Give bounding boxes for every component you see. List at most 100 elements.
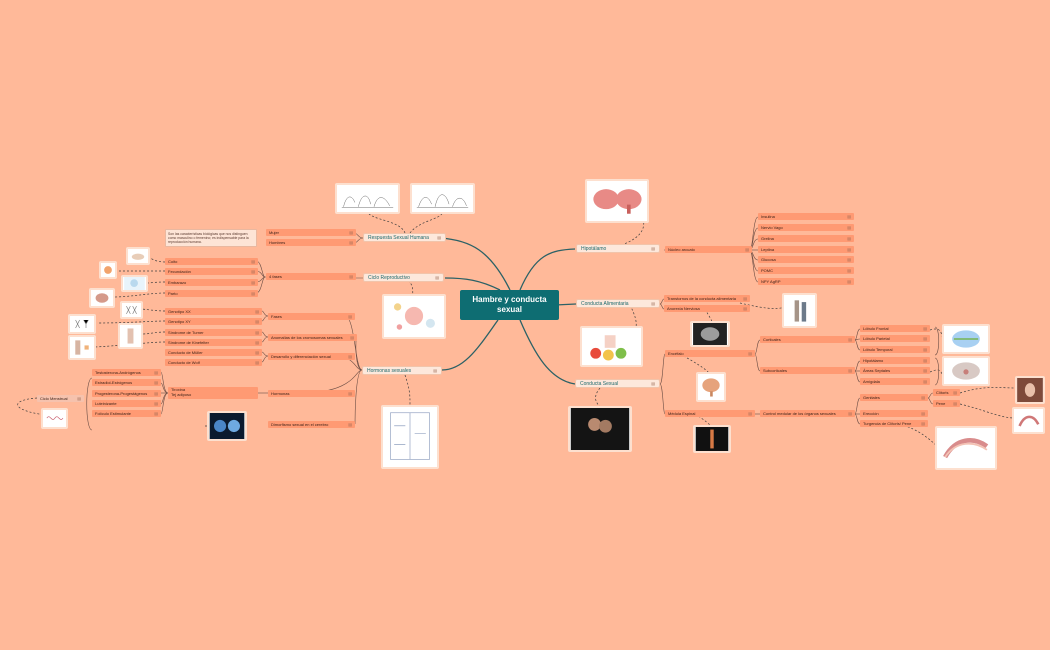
brain-dimorphism-image[interactable] (207, 411, 247, 441)
note-icon: ▤ (154, 401, 158, 406)
note-icon: ▤ (847, 225, 851, 230)
node-grelina[interactable]: Grelina▤ (758, 235, 854, 242)
note-icon: ▤ (847, 279, 851, 284)
sexual-response-diagram-image[interactable] (335, 183, 400, 214)
turner-image[interactable] (118, 323, 143, 349)
branch-respuesta-sexual-humana[interactable]: Respuesta Sexual Humana▤ (363, 233, 446, 242)
node-sindrome-kinefelter[interactable]: Síndrome de Kinefelter▤ (165, 339, 262, 346)
food-image[interactable] (580, 326, 643, 367)
node-label: Médula Espinal (668, 411, 696, 416)
node-lobulo-frontal[interactable]: Lóbulo Frontal▤ (860, 325, 930, 332)
node-4-fases[interactable]: 4 fases▤ (266, 273, 356, 280)
node-lobulo-parietal[interactable]: Lóbulo Parietal▤ (860, 335, 930, 342)
genotipo-xy-image[interactable] (68, 314, 96, 334)
node-fecundacion[interactable]: Fecundación▤ (165, 268, 258, 275)
embarazo-image[interactable] (121, 275, 148, 292)
note-icon: ▤ (921, 395, 925, 400)
note-icon: ▤ (923, 368, 927, 373)
node-coito[interactable]: Coito▤ (165, 258, 258, 265)
node-encefalo[interactable]: Encéfalo▤ (665, 350, 755, 357)
note-icon: ▤ (651, 300, 655, 306)
node-conducto-muller[interactable]: Conducto de Müller▤ (165, 349, 262, 356)
encefalo-image[interactable] (696, 372, 726, 402)
brain-photo-image[interactable] (690, 321, 730, 347)
sexual-response-diagram-image-2[interactable] (410, 183, 475, 214)
node-clitoris[interactable]: Clítoris▤ (933, 389, 960, 396)
turgencia-image[interactable] (935, 426, 997, 470)
hypothalamus-brain-image[interactable] (585, 179, 649, 223)
node-medula-espinal[interactable]: Médula Espinal▤ (665, 410, 755, 417)
node-label: Coito (168, 259, 178, 264)
node-desarrollo[interactable]: Desarrollo y diferenciación sexual▤ (268, 353, 355, 360)
note-icon: ▤ (154, 380, 158, 385)
node-turgencia[interactable]: Turgencia de Clítoris/ Pene▤ (860, 420, 928, 427)
node-estradiol[interactable]: Estradiol-Estrógenos▤ (92, 379, 161, 386)
branch-ciclo-reproductivo[interactable]: Ciclo Reproductivo▤ (363, 273, 444, 282)
note-icon: ▤ (349, 274, 353, 279)
anorexia-image[interactable] (782, 293, 817, 328)
node-fases[interactable]: Fases▤ (268, 313, 355, 320)
node-label: Anomalías de los cromosomas sexuales (271, 335, 343, 340)
fecundacion-image[interactable] (99, 261, 117, 279)
central-topic[interactable]: Hambre y conducta sexual (460, 290, 559, 320)
node-label: Genitales (863, 395, 880, 400)
node-glucosa[interactable]: Glucosa▤ (758, 256, 854, 263)
cortex-lobes-image[interactable] (942, 324, 990, 354)
node-nucleo-arcuato[interactable]: Núcleo arcuato▤ (665, 246, 752, 253)
node-insulina[interactable]: Insulina▤ (758, 213, 854, 220)
node-mujer[interactable]: Mujer▤ (266, 229, 356, 236)
branch-conducta-sexual[interactable]: Conducta Sexual▤ (575, 379, 660, 388)
node-sindrome-turner[interactable]: Síndrome de Turner▤ (165, 329, 262, 336)
node-conducto-wolf[interactable]: Conducto de Wolf▤ (165, 359, 262, 366)
node-parto[interactable]: Parto▤ (165, 290, 258, 297)
node-transtornos[interactable]: Transtornos de la conducta alimentaria▤ (664, 295, 750, 302)
node-tiroxina-tej-adiposo[interactable]: Tiroxina Tej adiposo (168, 387, 258, 399)
node-npy-agrp[interactable]: NPY AgRP▤ (758, 278, 854, 285)
node-genitales[interactable]: Genitales ▤ (860, 394, 928, 401)
note-icon: ▤ (743, 296, 747, 301)
coito-image[interactable] (126, 247, 150, 265)
hormones-diagram-image[interactable] (381, 405, 439, 469)
node-luteinizante[interactable]: Luteinizante▤ (92, 400, 161, 407)
node-label: Progesterona-Progestágenos (95, 391, 148, 396)
node-nervio-vago[interactable]: Nervio Vago▤ (758, 224, 854, 231)
node-progesterona[interactable]: Progesterona-Progestágenos ▤ (92, 390, 161, 397)
couple-image[interactable] (568, 406, 632, 452)
node-lobulo-temporal[interactable]: Lóbulo Temporal▤ (860, 346, 930, 353)
genotipo-xx-image[interactable] (120, 301, 143, 319)
node-ereccion[interactable]: Erección▤ (860, 410, 928, 417)
node-hipotalamo-sub[interactable]: Hipotálamo▤ (860, 357, 930, 364)
node-hombres[interactable]: Hombres▤ (266, 239, 356, 246)
node-ciclo-menstrual[interactable]: Ciclo Menstrual▤ (37, 395, 84, 402)
node-corticales[interactable]: Corticales▤ (760, 336, 855, 343)
branch-hipotalamo[interactable]: Hipotálamo▤ (576, 244, 660, 253)
pene-image[interactable] (1012, 407, 1045, 434)
node-label: Folículo Estimulante (95, 411, 132, 416)
subcortex-image[interactable] (942, 356, 990, 386)
node-control-medular[interactable]: Control medular de los órganos sexuales▤ (760, 410, 855, 417)
node-genotipo-xx[interactable]: Genotipo XX▤ (165, 308, 262, 315)
node-areas-septales[interactable]: Áreas Septales▤ (860, 367, 930, 374)
node-pene[interactable]: Pene▤ (933, 400, 960, 407)
reproductive-cycle-image[interactable] (382, 294, 446, 339)
ciclo-menstrual-image[interactable] (41, 408, 68, 429)
parto-image[interactable] (89, 288, 115, 308)
branch-conducta-alimentaria[interactable]: Conducta Alimentaria▤ (576, 299, 660, 308)
note-icon: ▤ (154, 391, 158, 396)
node-embarazo[interactable]: Embarazo▤ (165, 279, 258, 286)
node-pomc[interactable]: POMC▤ (758, 267, 854, 274)
node-leptina[interactable]: Leptina▤ (758, 246, 854, 253)
medula-espinal-image[interactable] (693, 425, 731, 453)
node-amigdala[interactable]: Amígdala▤ (860, 378, 930, 385)
node-dimorfismo[interactable]: Dimorfismo sexual en el cerebro▤ (268, 421, 355, 428)
kinefelter-image[interactable] (68, 335, 96, 360)
node-subcorticales[interactable]: Subcorticales▤ (760, 367, 855, 374)
node-anorexia[interactable]: Anorexia Nerviosa▤ (664, 305, 750, 312)
node-foliculo[interactable]: Folículo Estimulante▤ (92, 410, 161, 417)
node-hormonas[interactable]: Hormonas▤ (268, 390, 355, 397)
clitoris-image[interactable] (1015, 376, 1045, 404)
node-genotipo-xy[interactable]: Genotipo XY▤ (165, 318, 262, 325)
node-testosterona[interactable]: Testosterona-Andrógenos▤ (92, 369, 161, 376)
branch-hormonas-sexuales[interactable]: Hormonas sexuales▤ (362, 366, 442, 375)
node-anomalias[interactable]: Anomalías de los cromosomas sexuales▤ (268, 334, 357, 341)
